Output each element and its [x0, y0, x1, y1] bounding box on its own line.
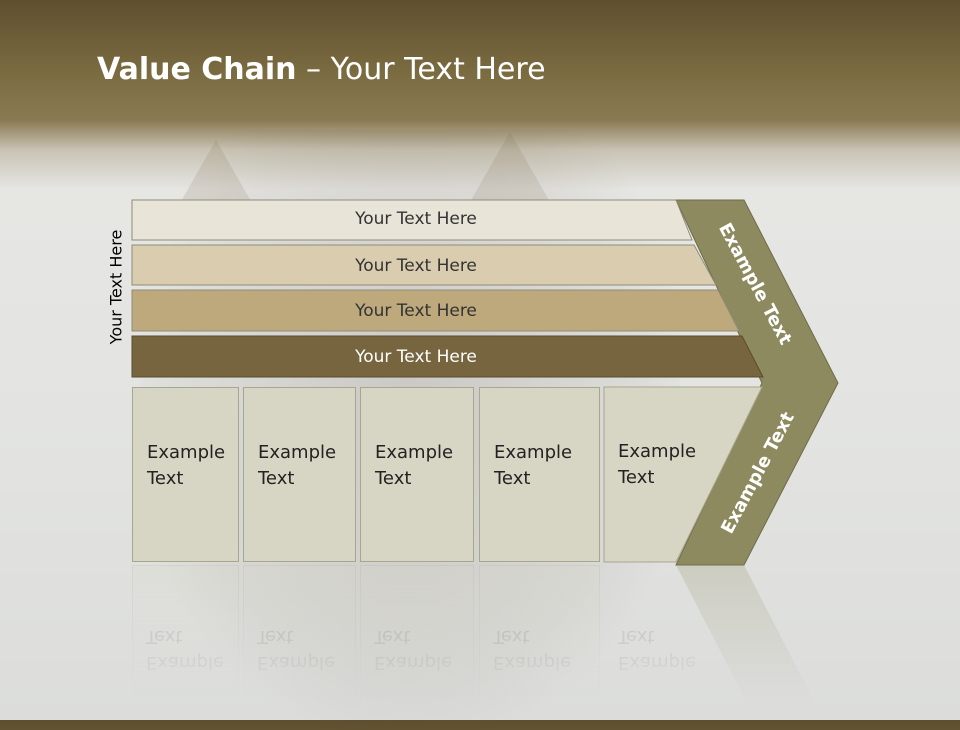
card-1-reflection-text: Example Text [146, 623, 224, 675]
card-5-line1: Example [618, 441, 697, 462]
bar-4-label: Your Text Here [355, 347, 477, 367]
card-3-reflection-line2: Text [374, 626, 411, 647]
bar-3-label: Your Text Here [355, 301, 477, 321]
card-1-line2: Text [147, 468, 184, 489]
chevron-reflection [676, 565, 816, 705]
bar-2-label: Your Text Here [355, 256, 477, 276]
card-3[interactable]: Example Text [360, 387, 474, 562]
card-2-reflection-line2: Text [257, 626, 294, 647]
card-4-line1: Example [494, 442, 573, 463]
bar-1[interactable] [131, 199, 693, 241]
slide-title-rest: – Your Text Here [296, 52, 546, 87]
card-4[interactable]: Example Text [479, 387, 600, 562]
card-4-line2: Text [494, 468, 531, 489]
card-2-reflection [243, 565, 356, 705]
card-3-reflection [360, 565, 474, 705]
background-cat-ear-right [470, 132, 550, 202]
chevron-arrow[interactable] [675, 199, 839, 566]
bar-3[interactable] [131, 289, 740, 332]
cards-reflection: Example Text Example Text Example Text E… [132, 565, 762, 705]
card-2-reflection-line1: Example [257, 652, 336, 673]
bar-4[interactable] [131, 335, 764, 378]
card-4-reflection-line1: Example [493, 652, 572, 673]
slide-title-bold: Value Chain [97, 52, 297, 87]
card-3-reflection-line1: Example [374, 652, 453, 673]
bar-2[interactable] [131, 244, 717, 286]
background-cat-ear-left [176, 140, 256, 210]
card-4-reflection [479, 565, 600, 705]
card-1-line1: Example [147, 442, 226, 463]
card-3-line2: Text [375, 468, 412, 489]
slide-title: Value Chain – Your Text Here [97, 52, 546, 87]
bar-1-label: Your Text Here [355, 209, 477, 229]
card-2-reflection-text: Example Text [257, 623, 335, 675]
card-5-shape[interactable] [603, 386, 763, 563]
card-4-reflection-text: Example Text [493, 623, 571, 675]
card-3-reflection-text: Example Text [374, 623, 452, 675]
card-1-reflection [132, 565, 239, 705]
card-1-reflection-line1: Example [146, 652, 225, 673]
card-2-line2: Text [258, 468, 295, 489]
card-5[interactable]: Example Text [604, 387, 704, 562]
card-5-line2: Text [618, 467, 655, 488]
card-1-reflection-line2: Text [146, 626, 183, 647]
card-1[interactable]: Example Text [132, 387, 239, 562]
card-2-line1: Example [258, 442, 337, 463]
card-4-reflection-line2: Text [493, 626, 530, 647]
card-3-line1: Example [375, 442, 454, 463]
card-2[interactable]: Example Text [243, 387, 356, 562]
